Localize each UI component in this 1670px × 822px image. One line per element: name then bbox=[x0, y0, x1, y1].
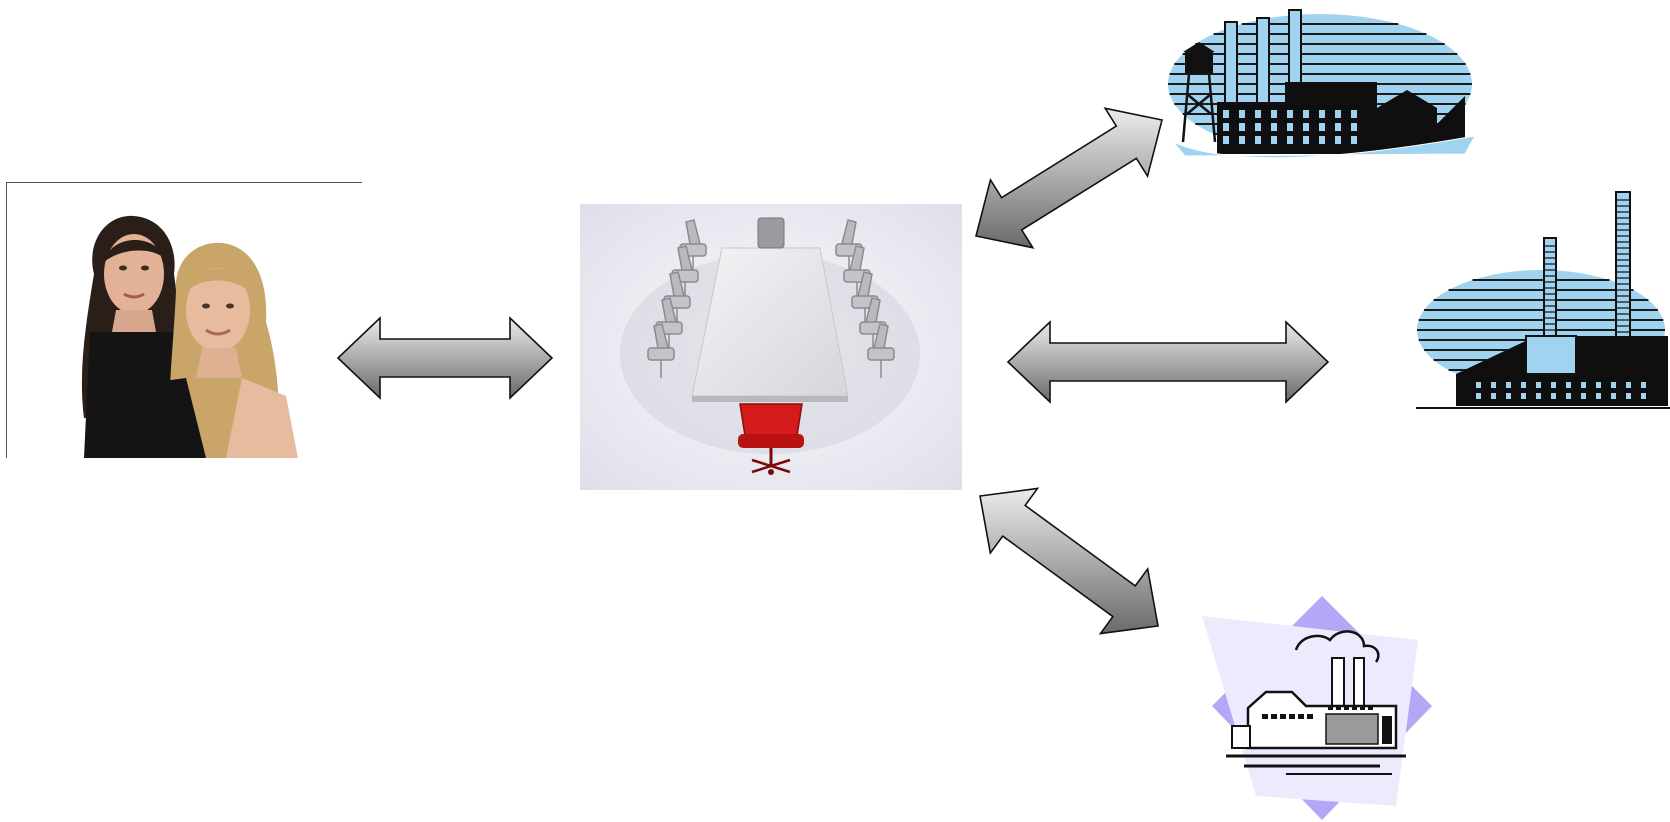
conference-table-icon bbox=[580, 204, 962, 490]
factory-clipart-icon bbox=[1196, 596, 1432, 822]
double-arrow-meeting-factory-bottom bbox=[979, 487, 1159, 635]
red-chair-icon bbox=[738, 403, 804, 475]
double-arrow-meeting-factory-top bbox=[975, 107, 1163, 249]
double-arrow-people-meeting bbox=[336, 316, 554, 400]
two-women-photo-icon bbox=[6, 182, 362, 458]
factory-with-water-tower-icon bbox=[1165, 4, 1485, 164]
double-arrow-meeting-factory-mid bbox=[1006, 320, 1330, 404]
power-plant-smokestacks-icon bbox=[1416, 186, 1670, 410]
